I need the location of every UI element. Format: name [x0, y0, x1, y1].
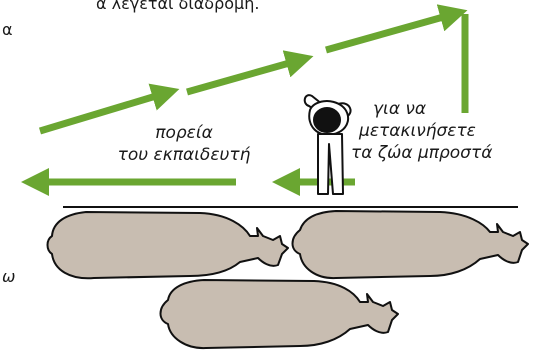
move-forward-label-line-1: για να: [349, 98, 533, 120]
path-arrow-3: [326, 14, 454, 50]
move-forward-label: για να μετακινήσετε τα ζώα μπροστά: [349, 98, 533, 164]
cattle-2: [293, 211, 529, 278]
move-forward-label-line-3: τα ζώα μπροστά: [349, 142, 533, 164]
move-forward-label-line-2: μετακινήσετε: [349, 120, 533, 142]
handler-path-label-line-1: πορεία: [104, 122, 264, 144]
handler-path-label: πορεία του εκπαιδευτή: [104, 122, 264, 166]
handler-path-label-line-2: του εκπαιδευτή: [104, 144, 264, 166]
path-arrow-2: [187, 60, 300, 92]
cattle-1: [48, 212, 289, 278]
cattle-3: [161, 280, 399, 348]
